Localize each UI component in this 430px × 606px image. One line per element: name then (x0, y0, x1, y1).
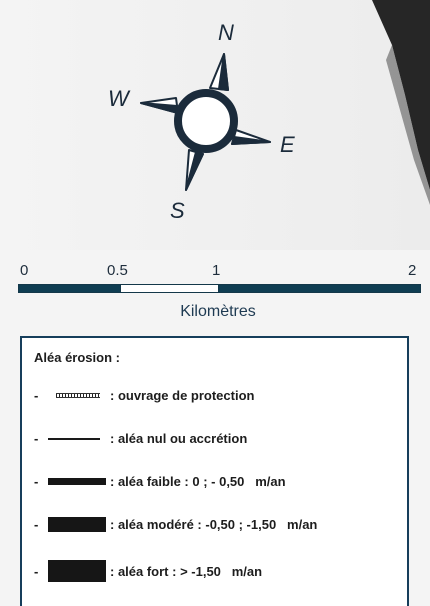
compass-rose-icon (140, 53, 271, 191)
legend-bullet: - (34, 517, 39, 532)
scale-segment-2 (120, 285, 219, 292)
scale-unit-text: Kilomètres (180, 303, 256, 320)
compass-west-label: W (108, 86, 129, 111)
scale-bar (18, 284, 421, 293)
scale-tick-0: 0 (20, 262, 29, 279)
legend-bullet: - (34, 474, 39, 489)
legend-bullet: - (34, 431, 39, 446)
compass-south-label: S (170, 198, 185, 223)
legend-item-label: : aléa fort : > -1,50 m/an (110, 563, 263, 579)
legend-item-nul: - : aléa nul ou accrétion (34, 431, 247, 446)
compass-east-label: E (280, 132, 295, 157)
scale-tick-1: 1 (212, 262, 221, 279)
scale-unit-label: Kilomètres (0, 303, 430, 321)
legend-title: Aléa érosion : (34, 350, 120, 365)
legend-item-label: : aléa faible : 0 ; - 0,50 m/an (110, 474, 286, 489)
scale-segment-3 (219, 285, 420, 292)
thick-bar-symbol-icon (48, 517, 106, 532)
legend-item-fort: - : aléa fort : > -1,50 m/an (34, 560, 262, 582)
legend-item-label: : aléa nul ou accrétion (110, 431, 248, 446)
legend-bullet: - (34, 388, 39, 403)
medium-bar-symbol-icon (48, 478, 106, 485)
scale-tick-2: 2 (408, 262, 417, 279)
legend-item-faible: - : aléa faible : 0 ; - 0,50 m/an (34, 474, 286, 489)
scale-tick-0-5: 0.5 (107, 262, 128, 279)
thin-line-symbol-icon (48, 437, 100, 440)
legend-bullet: - (34, 563, 39, 579)
compass-north-label: N (218, 20, 234, 45)
legend-item-protection: - : ouvrage de protection (34, 388, 254, 403)
scale-segment-1 (19, 285, 120, 292)
block-bar-symbol-icon (48, 560, 106, 582)
hatched-line-symbol-icon (56, 393, 100, 398)
legend-item-label: : ouvrage de protection (110, 388, 255, 403)
legend-item-modere: - : aléa modéré : -0,50 ; -1,50 m/an (34, 517, 317, 532)
legend-item-label: : aléa modéré : -0,50 ; -1,50 m/an (110, 517, 318, 532)
legend-box: Aléa érosion : - : ouvrage de protection… (20, 336, 409, 606)
